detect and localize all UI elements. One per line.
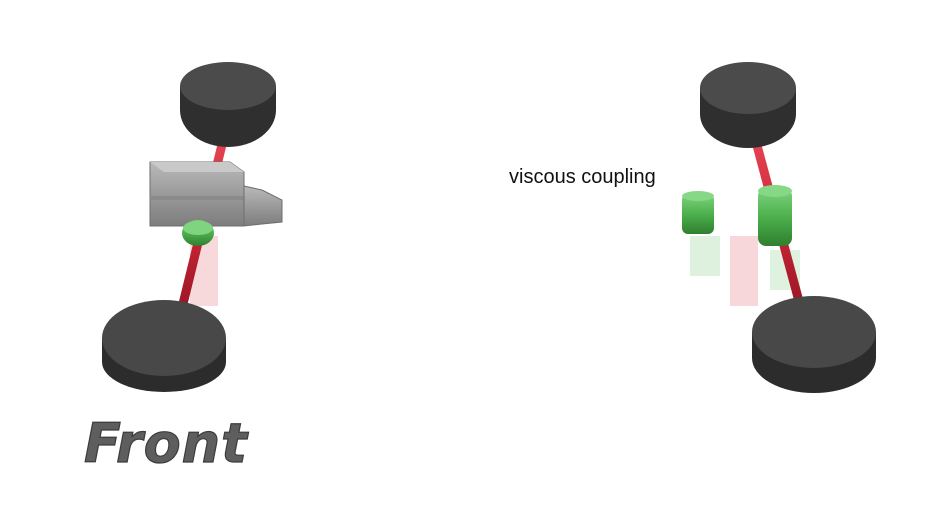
front-differential <box>182 220 214 246</box>
front-label: Front <box>84 412 249 475</box>
rear-left-wheel <box>700 62 796 148</box>
shadow-reflections <box>190 236 800 306</box>
gearbox <box>149 161 283 227</box>
front-left-wheel <box>180 62 276 147</box>
viscous-coupling <box>682 191 714 234</box>
rear-right-wheel <box>752 296 876 393</box>
front-right-wheel <box>102 300 226 392</box>
viscous-coupling-label: viscous coupling <box>509 166 656 188</box>
rear-differential <box>758 185 792 246</box>
